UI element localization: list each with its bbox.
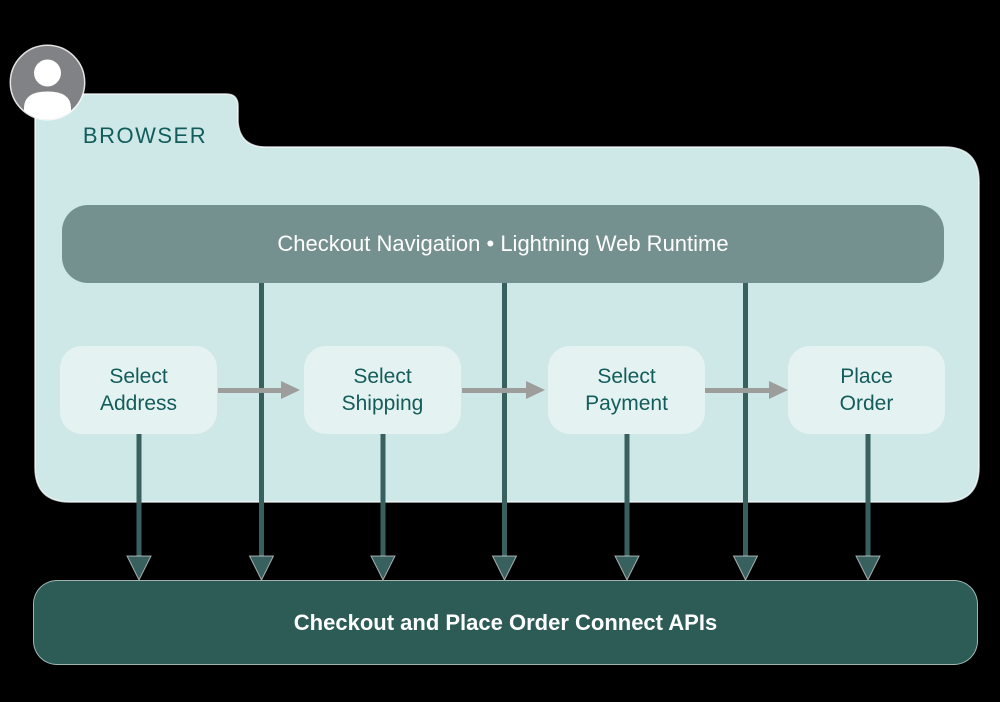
api-bar: Checkout and Place Order Connect APIs xyxy=(33,580,978,665)
flow-right-arrow-icon xyxy=(705,381,788,400)
step-label: Select Address xyxy=(99,365,178,415)
down-arrow-icon xyxy=(370,430,396,582)
nav-bar: Checkout Navigation • Lightning Web Runt… xyxy=(62,205,944,283)
step-box-place-order: Place Order xyxy=(788,346,945,434)
arrow-head xyxy=(526,381,545,399)
down-arrow-icon xyxy=(126,430,152,582)
down-arrow-icon xyxy=(248,278,275,582)
step-label: Select Shipping xyxy=(341,365,424,415)
user-avatar-icon xyxy=(9,44,86,121)
step-box-select-address: Select Address xyxy=(60,346,217,434)
step-box-select-shipping: Select Shipping xyxy=(304,346,461,434)
step-label: Place Order xyxy=(839,365,894,415)
api-bar-label: Checkout and Place Order Connect APIs xyxy=(293,609,718,635)
flow-right-arrow-icon xyxy=(462,381,545,400)
browser-panel-label: BROWSER xyxy=(82,123,208,148)
arrow-shaft xyxy=(462,388,528,393)
down-arrow-icon xyxy=(732,278,759,582)
arrow-head xyxy=(769,381,788,399)
flow-right-arrow-icon xyxy=(218,381,300,400)
down-arrow-icon xyxy=(855,430,881,582)
down-arrow-icon xyxy=(491,278,518,582)
step-box-select-payment: Select Payment xyxy=(548,346,705,434)
arrow-head xyxy=(281,381,300,399)
step-label: Select Payment xyxy=(585,365,668,415)
down-arrow-icon xyxy=(614,430,640,582)
nav-bar-label: Checkout Navigation • Lightning Web Runt… xyxy=(277,231,729,256)
arrow-shaft xyxy=(218,388,283,393)
arrow-shaft xyxy=(705,388,771,393)
avatar-body xyxy=(24,91,71,120)
avatar-head xyxy=(34,59,61,87)
